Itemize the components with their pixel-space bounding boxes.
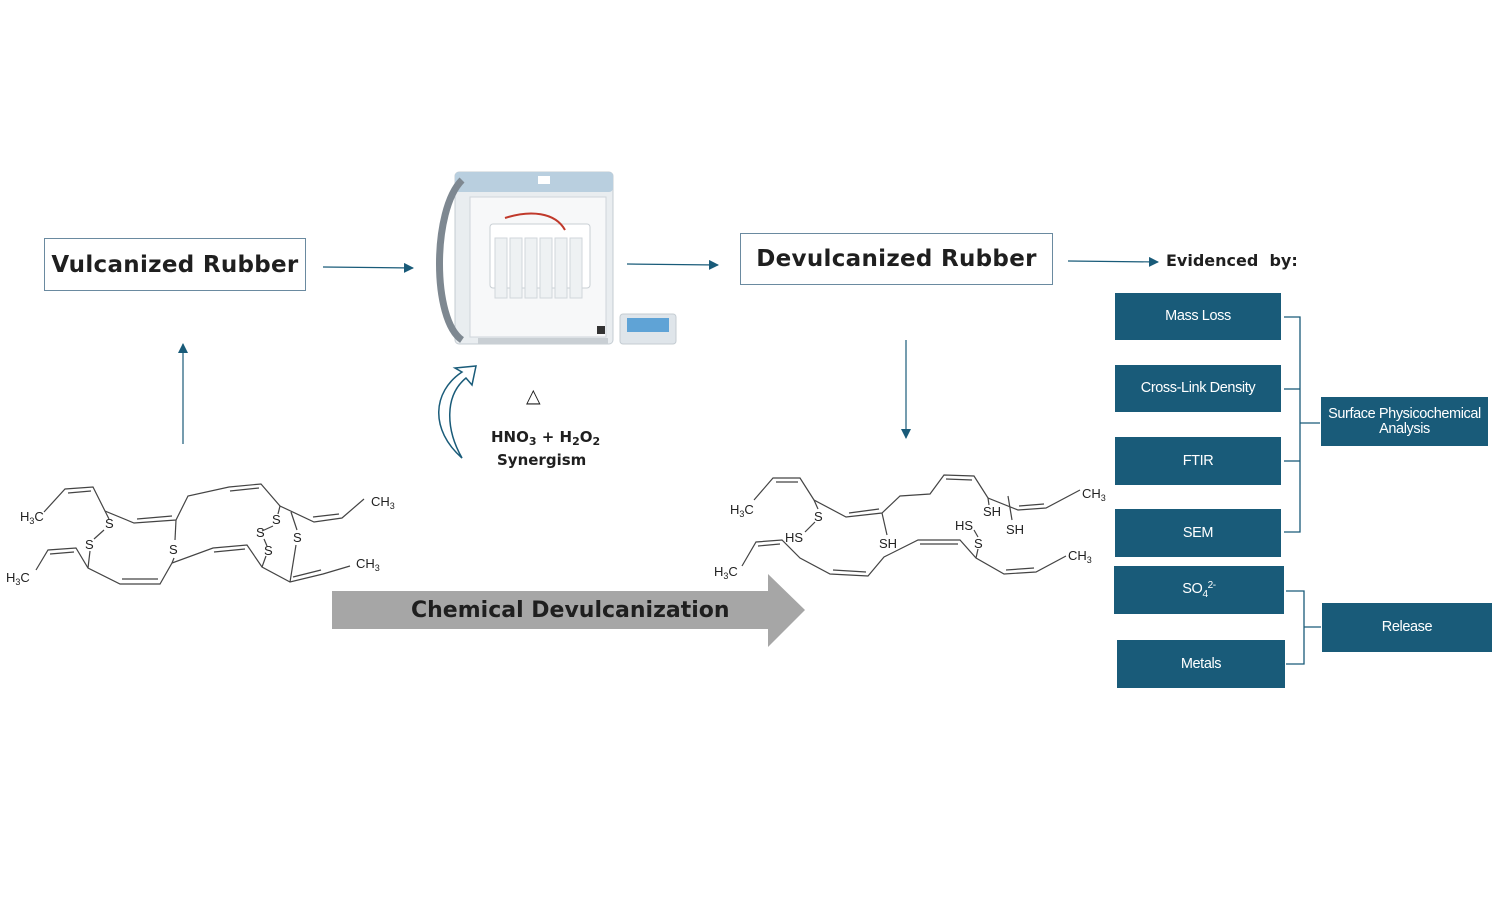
devulcanized-structure [741,474,1081,577]
crosslink-density-box: Cross-Link Density [1115,365,1281,412]
mass-loss-box: Mass Loss [1115,293,1281,340]
arrow-vulcanized-to-device [322,262,414,273]
svg-text:S: S [264,543,273,558]
svg-text:S: S [256,525,265,540]
vulcanized-rubber-label: Vulcanized Rubber [51,251,299,278]
reagent-curved-arrow [438,365,477,459]
svg-text:H3C: H3C [714,564,738,581]
devulcanized-rubber-label: Devulcanized Rubber [756,246,1037,272]
synergism-label: Synergism [497,451,587,469]
release-label: Release [1381,619,1433,635]
reagent-label: HNO3 + H2O2 [491,428,601,448]
delta-symbol: △ [526,385,541,407]
svg-text:SH: SH [879,536,897,551]
devulcanized-structure-labels: H3C H3C CH3 CH3 S HS SH SH SH HS S [714,486,1106,581]
svg-text:H3C: H3C [6,570,30,587]
process-arrow-label: Chemical Devulcanization [411,598,730,623]
svg-text:S: S [105,516,114,531]
vulcanized-structure [35,483,365,585]
evidenced-by-label: Evidenced by: [1166,251,1298,270]
release-box: Release [1322,603,1492,652]
svg-text:CH3: CH3 [1068,548,1092,565]
svg-text:H3C: H3C [20,509,44,526]
sulfate-box: SO42- [1114,566,1284,614]
svg-text:CH3: CH3 [356,556,380,573]
ftir-box: FTIR [1115,437,1281,485]
microwave-digester-image [436,171,677,345]
arrow-device-to-devulcanized [626,259,719,270]
metals-label: Metals [1180,655,1222,672]
vulcanized-rubber-box: Vulcanized Rubber [44,238,306,291]
sem-label: SEM [1182,524,1214,541]
mass-loss-label: Mass Loss [1165,308,1231,324]
svg-text:SH: SH [983,504,1001,519]
svg-text:S: S [293,530,302,545]
svg-text:SH: SH [1006,522,1024,537]
surface-analysis-label: Surface Physicochemical Analysis [1328,405,1481,437]
crosslink-density-label: Cross-Link Density [1140,380,1256,396]
svg-text:S: S [272,512,281,527]
svg-text:HS: HS [955,518,973,533]
svg-text:CH3: CH3 [371,494,395,511]
surface-analysis-box: Surface Physicochemical Analysis [1321,397,1488,446]
svg-text:S: S [974,536,983,551]
process-arrow [332,574,805,647]
bracket-surface-analysis [1284,316,1320,533]
sulfate-label: SO42- [1182,580,1216,600]
svg-text:S: S [169,542,178,557]
vulcanized-structure-labels: H3C H3C CH3 CH3 S S S S S S S [6,494,395,587]
svg-text:S: S [85,537,94,552]
bracket-release [1286,590,1321,665]
sem-box: SEM [1115,509,1281,557]
arrow-to-evidenced [1067,256,1159,267]
metals-box: Metals [1117,640,1285,688]
svg-text:CH3: CH3 [1082,486,1106,503]
devulcanized-rubber-box: Devulcanized Rubber [740,233,1053,285]
svg-text:HS: HS [785,530,803,545]
ftir-label: FTIR [1182,452,1214,469]
svg-text:S: S [814,509,823,524]
svg-text:H3C: H3C [730,502,754,519]
